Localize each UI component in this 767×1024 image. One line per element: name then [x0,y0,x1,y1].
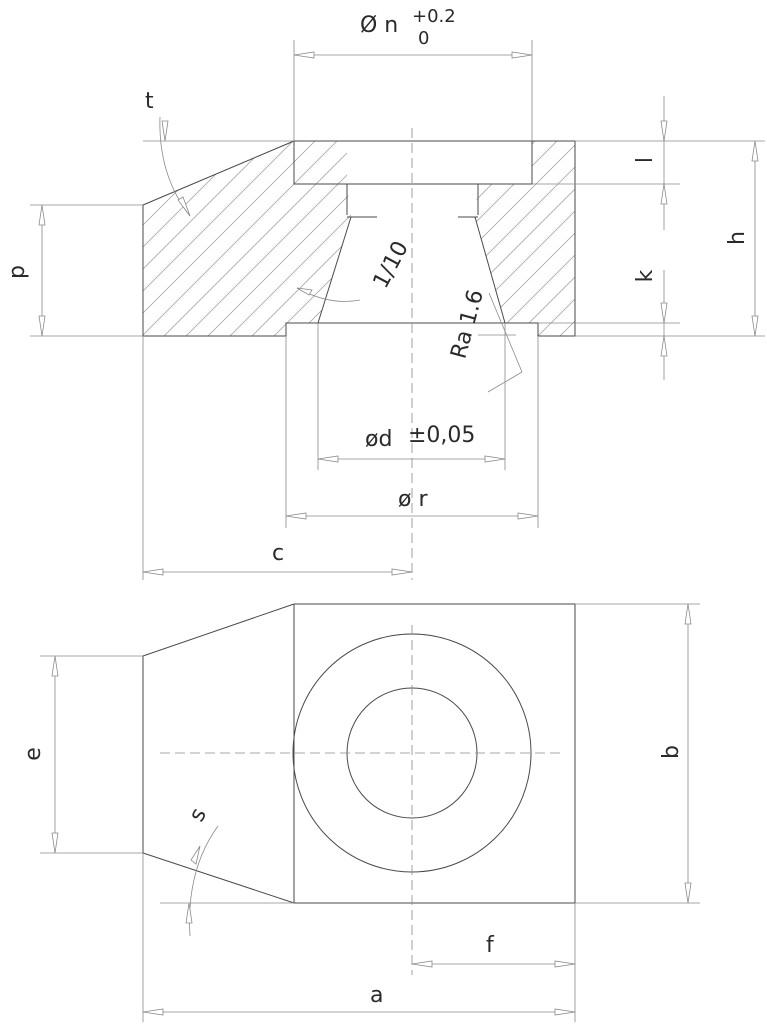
arrowhead [296,287,313,296]
label-t: t [145,89,154,114]
label-h: h [725,231,750,245]
arrowhead [391,568,413,576]
hatch-line [0,138,142,340]
hatch-line [666,138,767,340]
arrowhead [142,1008,164,1016]
label-e: e [21,747,46,761]
arrowhead [177,196,191,217]
hatch-line [203,141,351,336]
hatch-line [533,141,575,336]
label-l: l [633,157,658,163]
label-d: ød [365,427,392,452]
counterbore [293,140,533,185]
hatch-line [269,141,351,336]
hatch-line [511,141,575,336]
hatch-line [247,141,351,336]
label-n-tol-lower: 0 [418,28,429,49]
hatching-right [475,138,767,340]
hatch-line [475,141,575,336]
arrowhead [660,183,668,205]
arrowhead [660,120,668,142]
label-s: s [185,804,212,826]
taper-wall-left [317,216,352,324]
hatch-line [0,138,98,340]
arrowhead [190,845,201,865]
arrowhead [751,315,759,337]
arrowhead [38,204,46,226]
hatch-line [475,141,575,336]
plan-view: e b s f a [21,603,700,1022]
hatch-line [143,141,319,336]
arrowhead [517,512,539,520]
arrowhead [554,960,576,968]
hatch-line [489,141,575,336]
arrowhead [554,1008,576,1016]
label-c: c [272,541,284,566]
label-n: Ø n [360,13,398,38]
arrowhead [511,51,533,59]
arrowhead [285,512,307,520]
arrowhead [51,655,59,677]
hatch-line [159,141,351,336]
label-f: f [486,933,495,958]
arrowhead [411,960,433,968]
roughness-leader [487,371,523,393]
arrowhead [293,51,315,59]
arrowhead [51,832,59,854]
section-view: Ø n +0.2 0 t p l h k 1/10 Ra 1.6 ød ±0,0… [0,6,767,580]
arrowhead [660,335,668,357]
arrowhead [684,603,692,625]
label-r: ø r [398,487,428,512]
arrowhead [484,455,506,463]
hatch-line [143,141,231,336]
arrowhead [751,140,759,162]
label-n-tol-upper: +0.2 [412,6,456,27]
section-outline [142,140,576,337]
hatch-line [143,141,253,336]
hatching-left [0,138,351,340]
arrowhead [161,120,169,142]
hatch-line [143,141,297,336]
hatch-line [0,138,76,340]
hatch-line [181,141,351,336]
hatch-line [225,141,351,336]
label-a: a [370,983,383,1008]
hatch-line [143,141,165,336]
hatch-line [335,141,351,336]
arrowhead [142,568,164,576]
plan-outline [142,603,576,904]
hatch-line [475,141,539,336]
label-d-tol: ±0,05 [408,423,475,448]
hatch-line [143,141,341,336]
hatch-line [143,141,209,336]
label-b: b [659,745,684,759]
arrowhead [660,302,668,324]
label-k: k [633,269,658,282]
label-roughness: Ra 1.6 [447,287,489,361]
angle-arc-s [189,825,219,937]
arrowhead [684,882,692,904]
hatch-line [0,138,120,340]
hatch-line [143,141,187,336]
hatch-line [143,141,275,336]
roughness-leader [488,292,523,373]
hatch-line [475,141,575,336]
arrowhead [185,902,193,924]
taper-wall-right [474,216,506,324]
arrowhead [38,315,46,337]
arrowhead [317,455,339,463]
label-taper: 1/10 [369,237,414,292]
label-p: p [5,265,30,279]
